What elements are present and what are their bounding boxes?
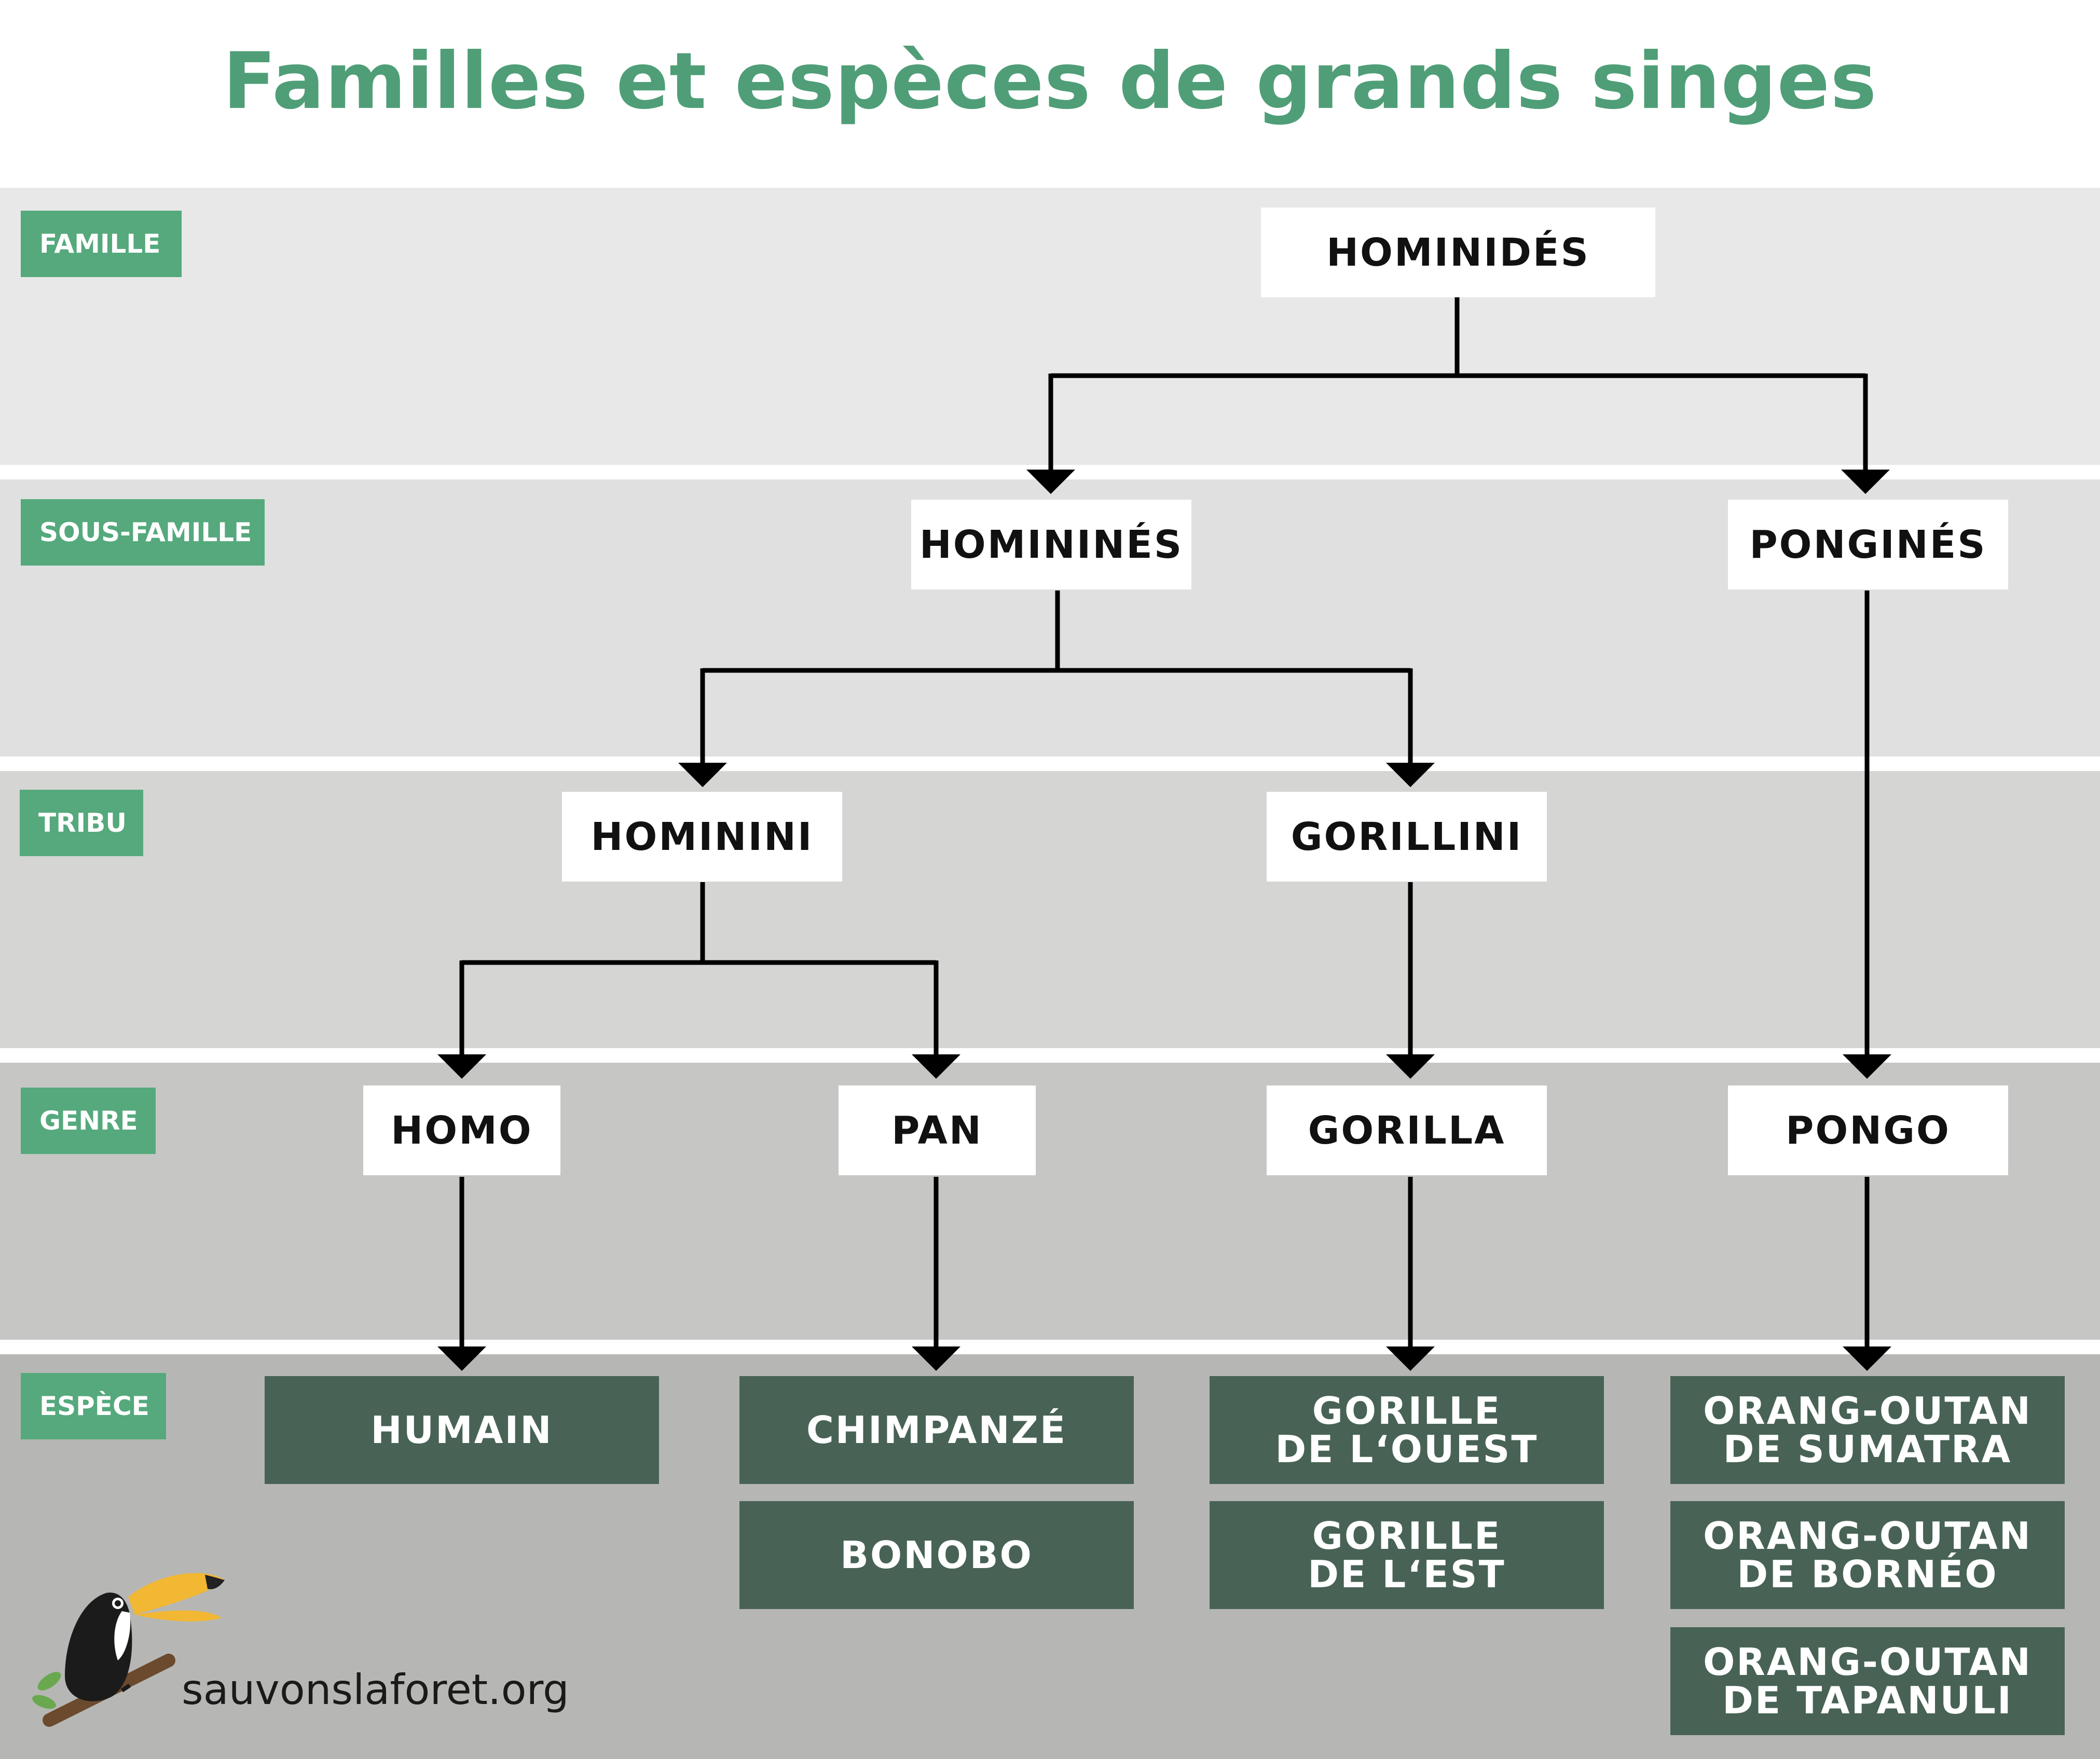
arrow-homininés bbox=[1026, 470, 1075, 494]
node-homo: HOMO bbox=[363, 1085, 560, 1175]
node-gorilla: GORILLA bbox=[1267, 1085, 1547, 1175]
connector-hominides bbox=[1048, 297, 1868, 470]
species-chimpanze-line1: CHIMPANZÉ bbox=[806, 1408, 1067, 1452]
rank-label-tribu: TRIBU bbox=[20, 790, 143, 856]
species-orang-tapanuli-line1: ORANG-OUTAN bbox=[1703, 1640, 2032, 1684]
species-humain-line1: HUMAIN bbox=[370, 1408, 553, 1452]
arrow-chimpanze bbox=[912, 1346, 960, 1371]
node-gorillini: GORILLINI bbox=[1267, 792, 1547, 882]
species-bonobo: BONOBO bbox=[739, 1501, 1134, 1609]
species-orang-tapanuli-line2: DE TAPANULI bbox=[1722, 1679, 2013, 1722]
species-chimpanze: CHIMPANZÉ bbox=[739, 1376, 1134, 1484]
node-hominini: HOMININI bbox=[562, 792, 842, 882]
arrow-homo bbox=[437, 1054, 486, 1079]
species-gorille-ouest-line2: DE L‘OUEST bbox=[1275, 1427, 1539, 1471]
species-bonobo-line1: BONOBO bbox=[840, 1533, 1033, 1577]
species-orang-borneo-line2: DE BORNÉO bbox=[1737, 1552, 1998, 1596]
rank-label-genre: GENRE bbox=[21, 1088, 156, 1154]
arrow-hominini bbox=[678, 763, 727, 787]
connector-homininés bbox=[700, 590, 1413, 763]
species-humain: HUMAIN bbox=[265, 1376, 659, 1484]
arrow-humain bbox=[437, 1346, 486, 1371]
arrow-gorille-ouest bbox=[1386, 1346, 1435, 1371]
species-orang-sumatra: ORANG-OUTAN DE SUMATRA bbox=[1670, 1376, 2065, 1484]
species-orang-borneo: ORANG-OUTAN DE BORNÉO bbox=[1670, 1501, 2065, 1609]
arrow-pongines bbox=[1841, 470, 1890, 494]
toucan-logo-icon bbox=[32, 1573, 225, 1727]
arrow-orang-sumatra bbox=[1843, 1346, 1891, 1371]
node-pongo: PONGO bbox=[1728, 1085, 2008, 1175]
band-tribu bbox=[0, 771, 2100, 1048]
rank-label-famille: FAMILLE bbox=[21, 211, 182, 277]
arrow-pan bbox=[912, 1054, 960, 1079]
species-gorille-est: GORILLE DE L‘EST bbox=[1210, 1501, 1604, 1609]
rank-label-espece: ESPÈCE bbox=[21, 1373, 166, 1439]
species-orang-sumatra-line2: DE SUMATRA bbox=[1723, 1427, 2012, 1471]
node-hominides: HOMINIDÉS bbox=[1261, 208, 1655, 297]
rank-label-sous-famille: SOUS-FAMILLE bbox=[21, 499, 265, 566]
brand-url[interactable]: sauvonslaforet.org bbox=[182, 1666, 569, 1714]
species-gorille-ouest: GORILLE DE L‘OUEST bbox=[1210, 1376, 1604, 1484]
species-orang-sumatra-line1: ORANG-OUTAN bbox=[1703, 1389, 2032, 1433]
arrow-gorillini bbox=[1386, 763, 1435, 787]
connector-hominini bbox=[459, 882, 939, 1054]
node-homininés: HOMININÉS bbox=[911, 500, 1191, 589]
species-orang-tapanuli: ORANG-OUTAN DE TAPANULI bbox=[1670, 1627, 2065, 1735]
species-orang-borneo-line1: ORANG-OUTAN bbox=[1703, 1514, 2032, 1558]
arrow-gorilla bbox=[1386, 1054, 1435, 1079]
page-title: Familles et espèces de grands singes bbox=[223, 36, 1877, 127]
species-gorille-ouest-line1: GORILLE bbox=[1312, 1389, 1502, 1433]
species-gorille-est-line1: GORILLE bbox=[1312, 1514, 1502, 1558]
arrow-pongo bbox=[1843, 1054, 1891, 1079]
species-gorille-est-line2: DE L‘EST bbox=[1308, 1552, 1506, 1596]
node-pongines: PONGINÉS bbox=[1728, 500, 2008, 589]
node-pan: PAN bbox=[839, 1085, 1036, 1175]
